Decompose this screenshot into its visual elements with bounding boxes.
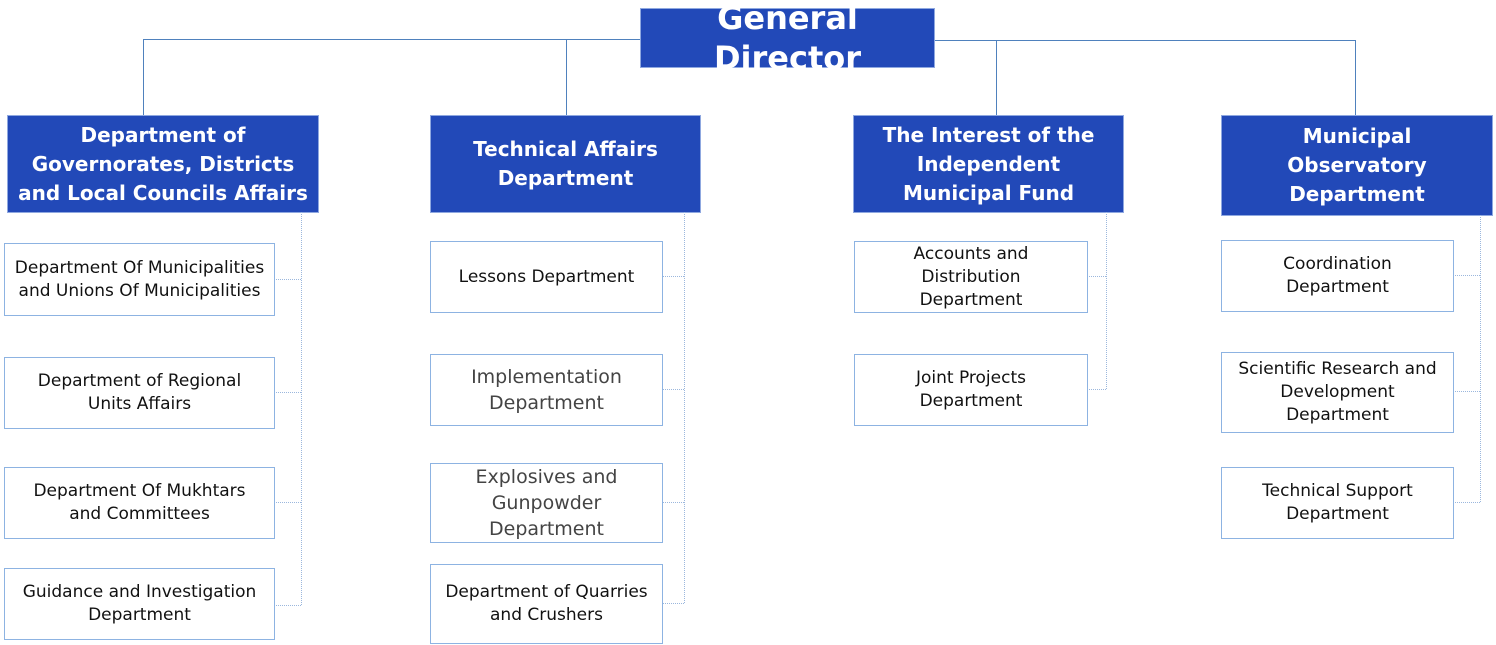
connector <box>1087 389 1106 390</box>
connector <box>1480 215 1481 502</box>
sub-department-box: Coordination Department <box>1221 240 1454 312</box>
connector <box>1453 275 1480 276</box>
sub-department-box: Department Of Municipalities and Unions … <box>4 243 275 316</box>
connector <box>274 279 301 280</box>
connector <box>662 389 684 390</box>
sub-department-box: Department of Regional Units Affairs <box>4 357 275 429</box>
connector <box>274 392 301 393</box>
department-head: The Interest of the Independent Municipa… <box>853 115 1124 213</box>
department-head: Municipal Observatory Department <box>1221 115 1493 216</box>
connector <box>274 502 301 503</box>
department-head: Technical Affairs Department <box>430 115 701 213</box>
connector <box>143 39 640 40</box>
connector <box>143 39 144 115</box>
connector <box>662 502 684 503</box>
connector <box>1453 502 1480 503</box>
connector <box>934 40 1356 41</box>
connector <box>1453 391 1480 392</box>
connector <box>662 276 684 277</box>
sub-department-box: Scientific Research and Development Depa… <box>1221 352 1454 433</box>
connector <box>1355 40 1356 115</box>
sub-department-box: Guidance and Investigation Department <box>4 568 275 640</box>
connector <box>1087 276 1106 277</box>
connector <box>684 212 685 603</box>
connector <box>1106 212 1107 389</box>
connector <box>662 603 684 604</box>
sub-department-box: Explosives and Gunpowder Department <box>430 463 663 543</box>
connector <box>996 40 997 115</box>
sub-department-box: Department Of Mukhtars and Committees <box>4 467 275 539</box>
connector <box>566 39 567 115</box>
department-head: Department of Governorates, Districts an… <box>7 115 319 213</box>
connector <box>274 605 301 606</box>
sub-department-box: Joint Projects Department <box>854 354 1088 426</box>
sub-department-box: Department of Quarries and Crushers <box>430 564 663 644</box>
sub-department-box: Technical Support Department <box>1221 467 1454 539</box>
sub-department-box: Implementation Department <box>430 354 663 426</box>
connector <box>301 212 302 605</box>
sub-department-box: Lessons Department <box>430 241 663 313</box>
general-director-box: General Director <box>640 0 935 77</box>
sub-department-box: Accounts and Distribution Department <box>854 241 1088 313</box>
